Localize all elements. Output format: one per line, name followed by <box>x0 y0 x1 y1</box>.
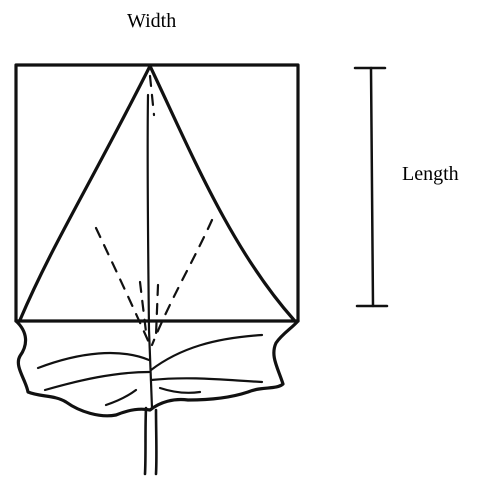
leaf-midrib <box>148 95 152 408</box>
leaf-stem <box>145 408 156 474</box>
measurement-box <box>16 65 298 321</box>
leaf-triangle-outline <box>20 66 294 320</box>
width-label: Width <box>127 11 176 31</box>
dashed-veins <box>96 76 212 345</box>
length-label: Length <box>402 164 459 184</box>
length-bracket <box>355 68 387 306</box>
